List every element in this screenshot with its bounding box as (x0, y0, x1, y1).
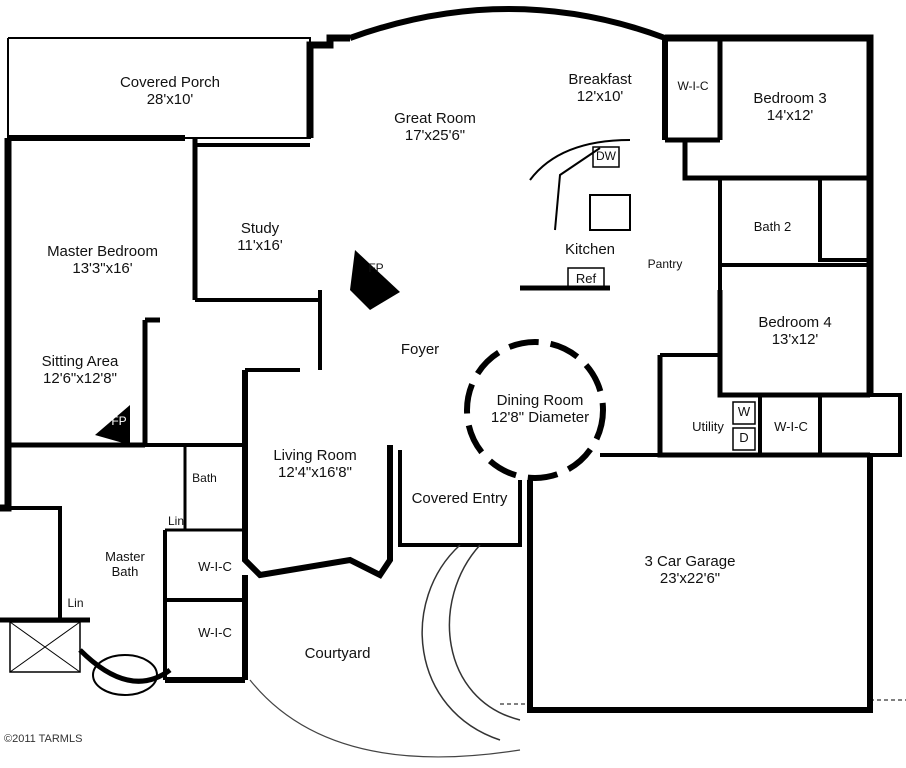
dw-box (592, 146, 620, 168)
room-bath: Bath (187, 471, 222, 486)
room-dimensions: 14'x12' (766, 107, 814, 125)
washer-box (732, 401, 756, 425)
room-name: Great Room (394, 110, 476, 127)
wall-lines (0, 6, 902, 713)
room-breakfast: Breakfast 12'x10' (545, 71, 655, 106)
room-dimensions: 12'4"x16'8" (278, 464, 352, 482)
room-wic-right: W-I-C (762, 419, 820, 435)
fireplace-icon (350, 250, 400, 310)
room-name: Bedroom 4 (758, 314, 832, 331)
room-name: Sitting Area (41, 353, 119, 370)
room-name: 3 Car Garage (644, 553, 736, 570)
room-wic-mid: W-I-C (185, 559, 245, 575)
room-name: Pantry (647, 257, 683, 271)
room-dining-room: Dining Room 12'8" Diameter (470, 392, 610, 427)
dishwasher-label: DW (593, 149, 619, 164)
dryer-box (732, 427, 756, 451)
ref-box (567, 267, 605, 289)
room-master-bath: Master Bath (95, 549, 155, 580)
refrigerator-label: Ref (568, 271, 604, 287)
room-name: Master Bedroom (47, 243, 158, 260)
courtyard-edge (249, 679, 521, 758)
washer-label: W (733, 404, 755, 420)
room-dimensions: 12'8" Diameter (490, 409, 590, 427)
room-name: DW (596, 149, 616, 163)
room-covered-entry: Covered Entry (397, 490, 522, 507)
linen-closet-label: Lin (63, 596, 88, 611)
room-garage: 3 Car Garage 23'x22'6" (620, 553, 760, 588)
room-living-room: Living Room 12'4"x16'8" (250, 447, 380, 482)
fireplace-label: FP (108, 414, 130, 429)
room-name: Utility (692, 419, 724, 434)
room-dimensions: 13'3"x16' (72, 260, 133, 278)
room-name: Bath 2 (753, 219, 792, 234)
room-bedroom-3: Bedroom 3 14'x12' (720, 90, 860, 125)
room-name: Covered Entry (411, 490, 508, 507)
room-name: FP (111, 414, 127, 428)
linen-closet-label: Lin (165, 514, 187, 529)
room-name: Courtyard (304, 645, 371, 662)
room-name: Dining Room (496, 392, 584, 409)
room-name: W-I-C (677, 79, 709, 93)
room-name: Kitchen (564, 241, 616, 258)
room-courtyard: Courtyard (285, 645, 390, 662)
room-study: Study 11'x16' (210, 220, 310, 255)
room-master-bedroom: Master Bedroom 13'3"x16' (20, 243, 185, 278)
room-dimensions: 17'x25'6" (404, 127, 466, 145)
room-foyer: Foyer (385, 341, 455, 358)
room-covered-porch: Covered Porch 28'x10' (95, 74, 245, 109)
room-name: Breakfast (568, 71, 632, 88)
room-dimensions: 28'x10' (146, 91, 194, 109)
room-great-room: Great Room 17'x25'6" (360, 110, 510, 145)
room-name: Lin (67, 596, 84, 610)
shower (9, 621, 81, 673)
room-kitchen: Kitchen (545, 241, 635, 258)
room-dimensions: Bath (111, 563, 139, 579)
room-name: D (739, 430, 749, 445)
room-wic-top: W-I-C (668, 79, 718, 94)
room-name: Bedroom 3 (753, 90, 827, 107)
room-dimensions: 23'x22'6" (659, 570, 721, 588)
room-name: Covered Porch (119, 74, 221, 91)
room-sitting-area: Sitting Area 12'6"x12'8" (10, 353, 150, 388)
room-name: W-I-C (198, 559, 232, 574)
room-name: Study (240, 220, 280, 237)
room-dimensions: 13'x12' (771, 331, 819, 349)
room-name: Living Room (273, 447, 357, 464)
room-name: W-I-C (198, 625, 232, 640)
room-name: W (737, 404, 751, 419)
copyright-notice: ©2011 TARMLS (4, 733, 83, 745)
room-name: Master (105, 549, 145, 564)
room-dimensions: 12'6"x12'8" (43, 370, 117, 388)
room-bath-2: Bath 2 (745, 219, 800, 235)
room-name: FP (368, 261, 384, 275)
room-pantry: Pantry (640, 257, 690, 272)
room-wic-low: W-I-C (185, 625, 245, 641)
room-name: Lin (167, 514, 184, 528)
courtyard-walk (421, 544, 521, 741)
room-utility: Utility (683, 419, 733, 435)
room-name: Ref (575, 271, 597, 286)
room-bedroom-4: Bedroom 4 13'x12' (725, 314, 865, 349)
tub (92, 654, 158, 696)
room-name: W-I-C (774, 419, 808, 434)
room-name: Foyer (400, 341, 440, 358)
dining-room-circle (464, 339, 606, 481)
fireplace-label: FP (365, 261, 387, 276)
room-dimensions: 11'x16' (237, 237, 283, 255)
fireplace-icon (95, 405, 130, 445)
dryer-label: D (733, 430, 755, 446)
room-name: Bath (192, 471, 217, 485)
room-dimensions: 12'x10' (576, 88, 624, 106)
